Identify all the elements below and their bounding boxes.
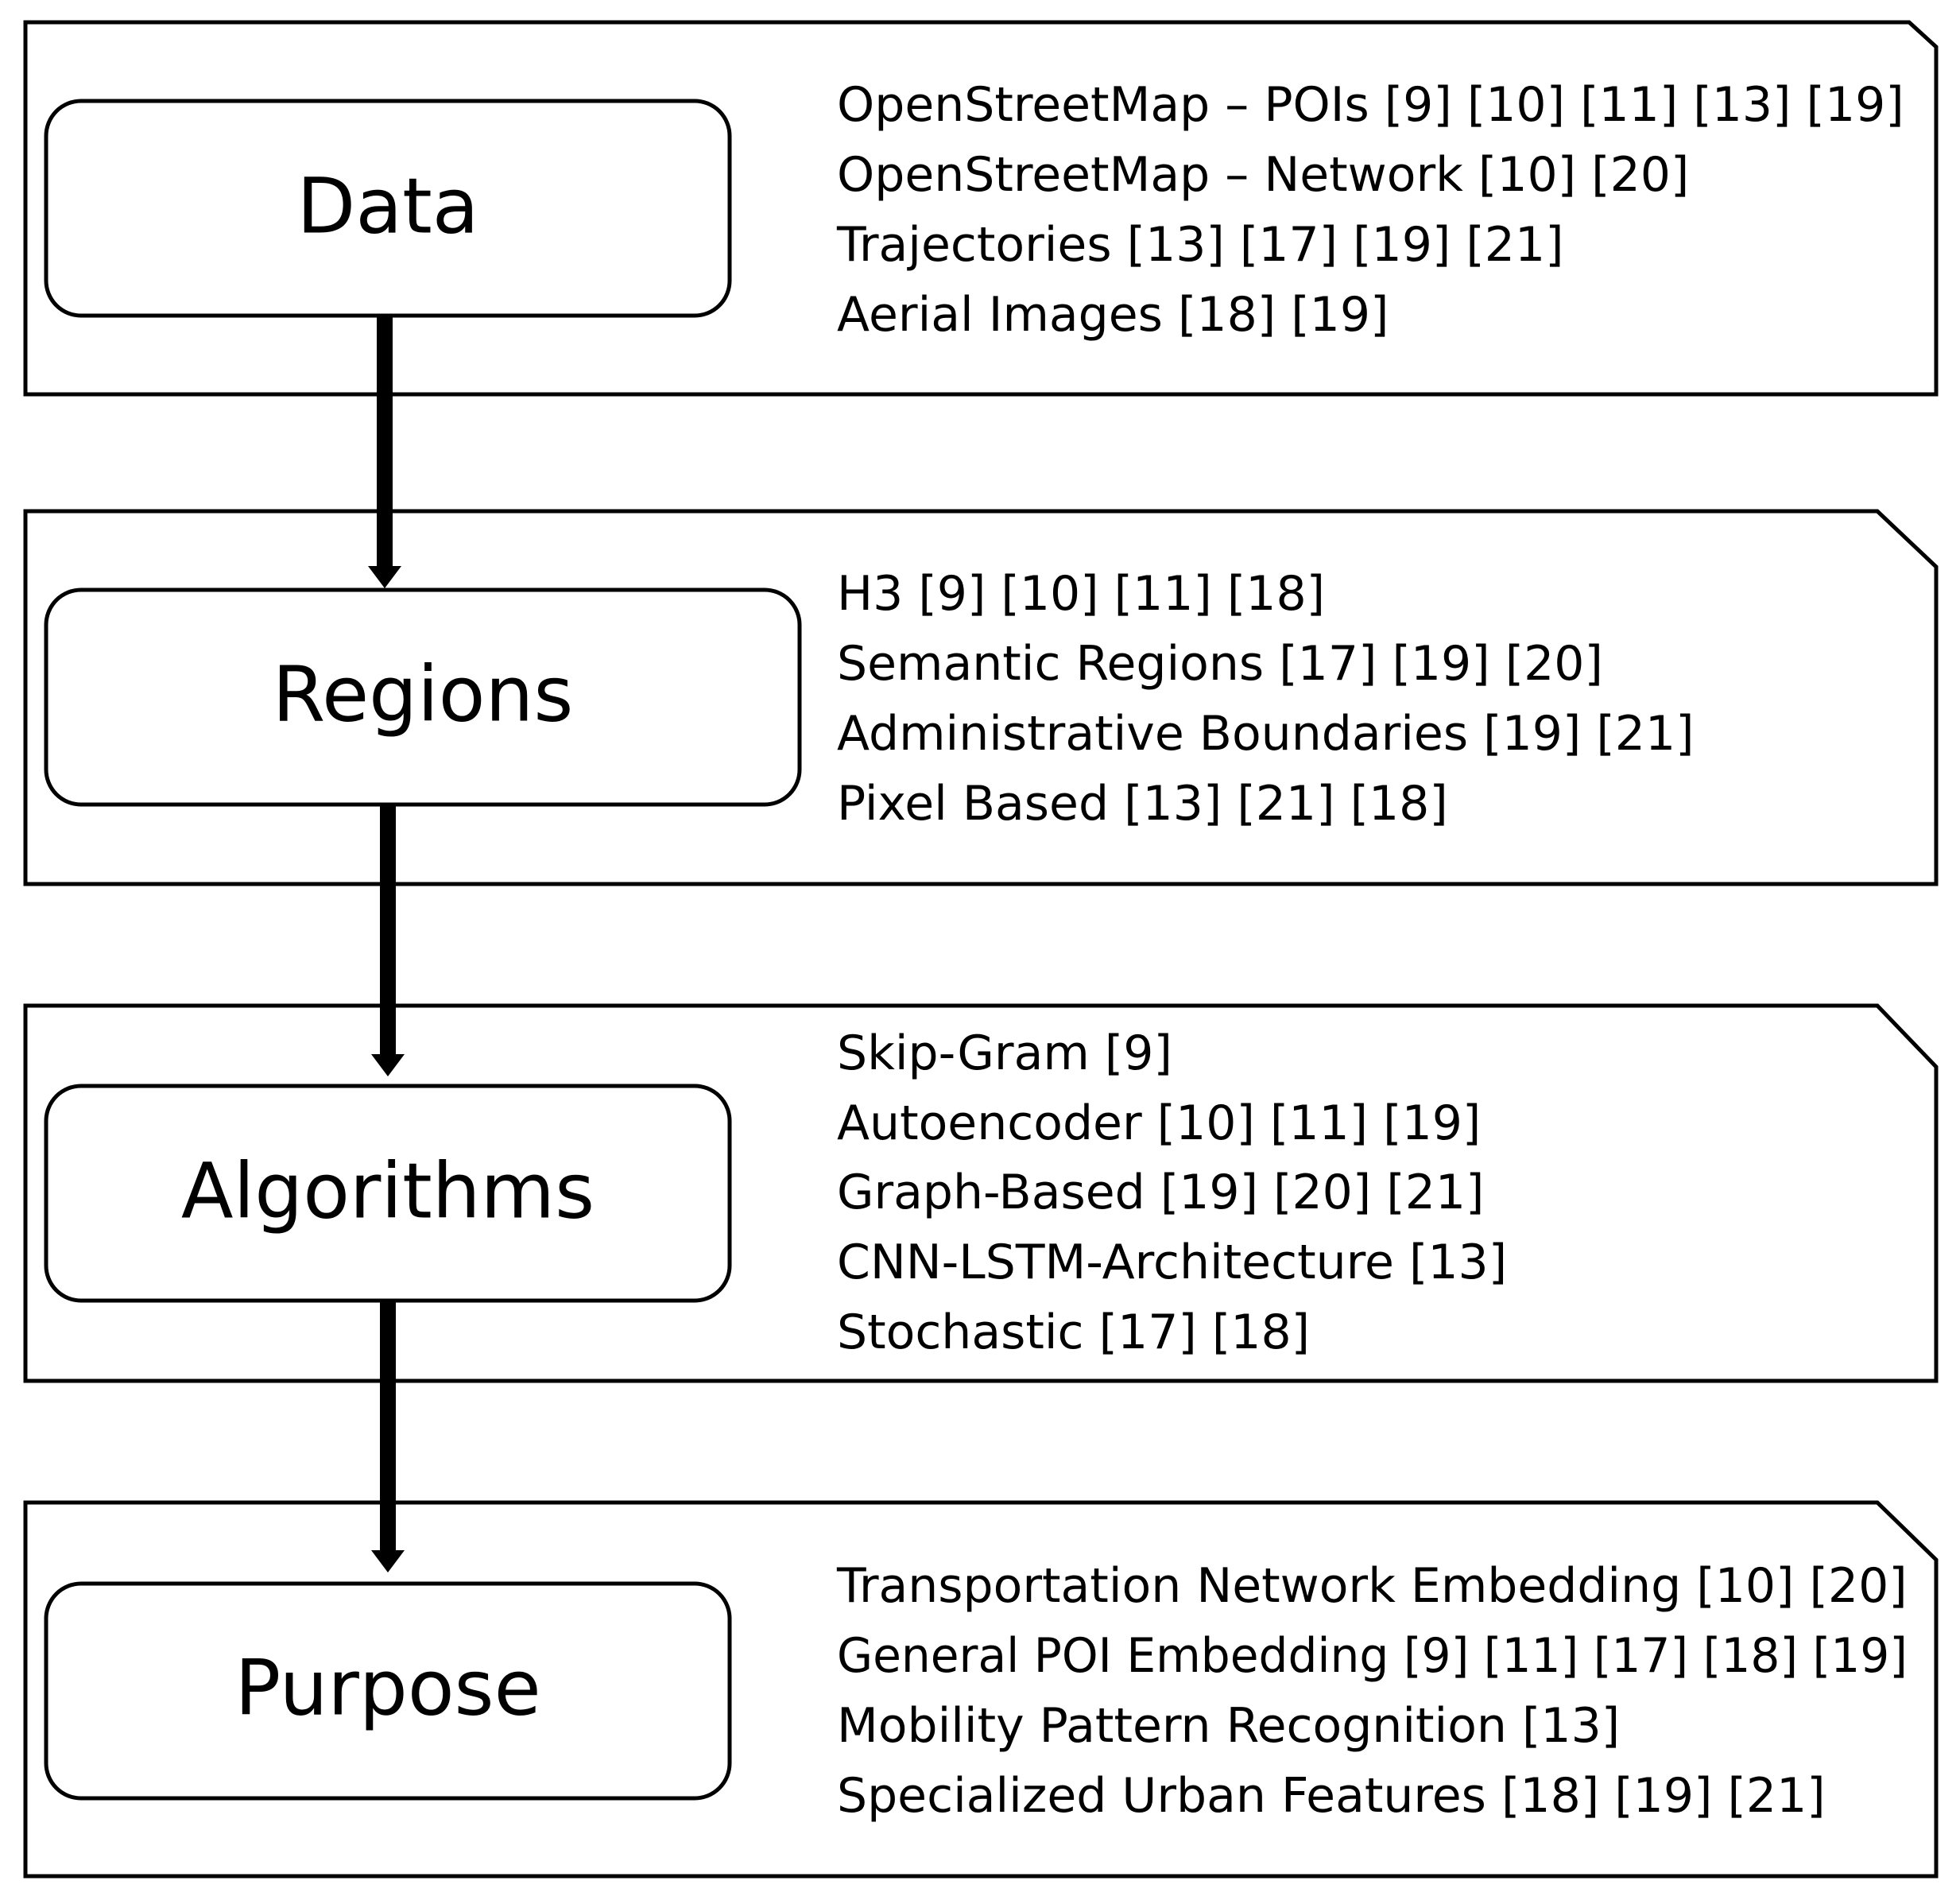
list-item: Semantic Regions [17] [19] [20] (837, 636, 1603, 692)
list-item: Transportation Network Embedding [10] [2… (836, 1558, 1908, 1614)
list-item: Graph-Based [19] [20] [21] (837, 1165, 1484, 1220)
stage-label-regions: Regions (273, 649, 574, 739)
arrow-regions-to-algorithms (371, 805, 405, 1076)
list-item: Stochastic [17] [18] (837, 1305, 1310, 1360)
stage-box-regions: Regions (44, 587, 802, 807)
list-item: General POI Embedding [9] [11] [17] [18]… (837, 1628, 1908, 1684)
stage-label-algorithms: Algorithms (181, 1146, 595, 1235)
arrow-algorithms-to-purpose (371, 1301, 405, 1572)
stage-box-data: Data (44, 99, 732, 318)
list-item: Skip-Gram [9] (837, 1026, 1172, 1081)
list-item: H3 [9] [10] [11] [18] (837, 566, 1325, 622)
list-item: Autoencoder [10] [11] [19] (837, 1095, 1481, 1151)
list-item: Mobility Pattern Recognition [13] (837, 1698, 1620, 1754)
item-list-purpose: Transportation Network Embedding [10] [2… (836, 1558, 1908, 1824)
stage-box-algorithms: Algorithms (44, 1084, 732, 1303)
list-item: Specialized Urban Features [18] [19] [21… (837, 1768, 1826, 1824)
section-panel-algorithms (23, 1003, 1939, 1383)
list-item: Pixel Based [13] [21] [18] (837, 776, 1448, 832)
list-item: CNN-LSTM-Architecture [13] (837, 1235, 1507, 1290)
list-item: Administrative Boundaries [19] [21] (837, 706, 1695, 762)
stage-box-purpose: Purpose (44, 1581, 732, 1801)
list-item: OpenStreetMap – Network [10] [20] (837, 147, 1689, 203)
list-item: OpenStreetMap – POIs [9] [10] [11] [13] … (837, 77, 1904, 133)
item-list-regions: H3 [9] [10] [11] [18] Semantic Regions [… (837, 566, 1695, 832)
stage-label-data: Data (296, 161, 478, 250)
arrow-data-to-regions (368, 314, 401, 588)
item-list-algorithms: Skip-Gram [9] Autoencoder [10] [11] [19]… (837, 1026, 1507, 1360)
list-item: Trajectories [13] [17] [19] [21] (836, 217, 1564, 273)
list-item: Aerial Images [18] [19] (837, 287, 1389, 343)
section-panel-regions (23, 509, 1939, 886)
stage-label-purpose: Purpose (234, 1643, 540, 1732)
section-panel-purpose (23, 1500, 1939, 1879)
item-list-data: OpenStreetMap – POIs [9] [10] [11] [13] … (836, 77, 1904, 343)
section-panel-data (23, 20, 1939, 397)
